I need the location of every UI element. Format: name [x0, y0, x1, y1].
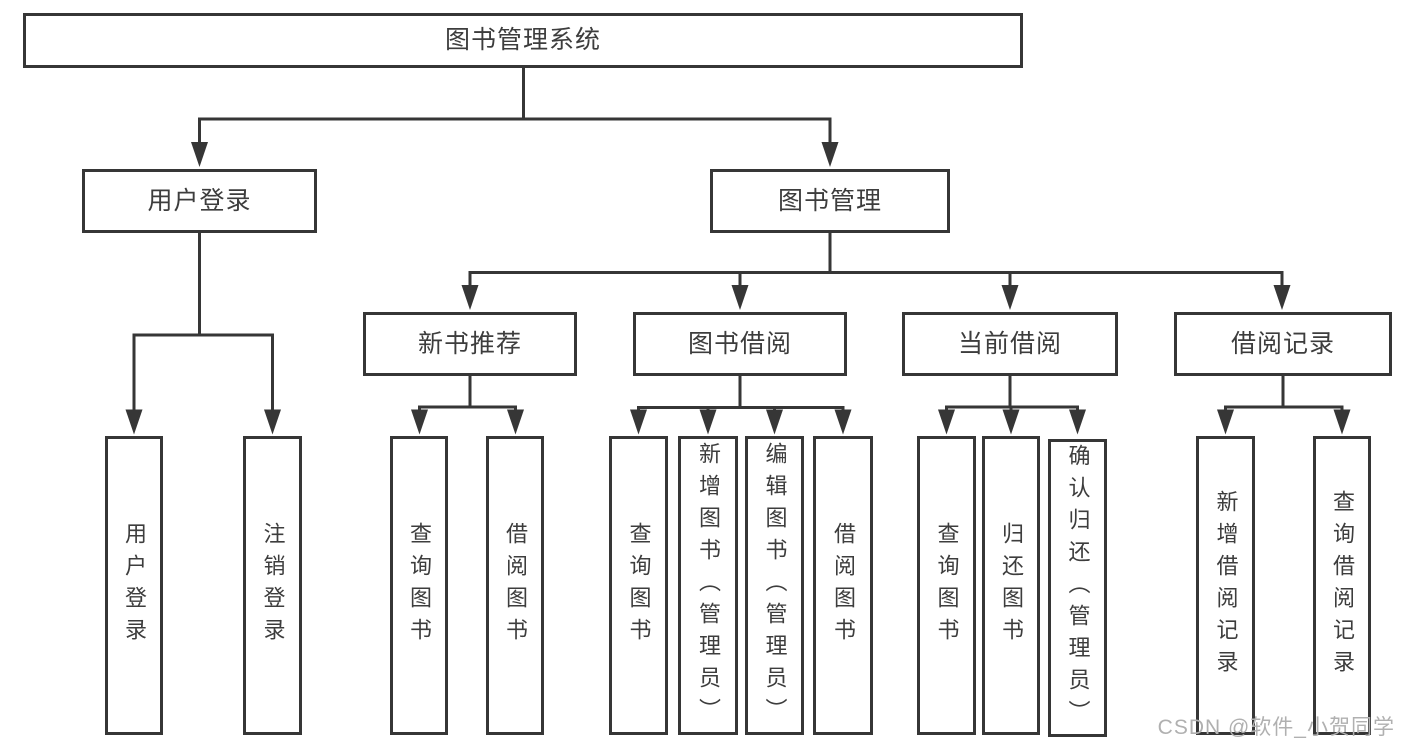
- leaf-confirm-return-admin: 确认归还（管理员）: [1048, 439, 1107, 737]
- group-label: 新书推荐: [417, 329, 522, 358]
- leaf-user-login: 用户登录: [105, 436, 163, 735]
- leaf-label: 查询图书: [934, 521, 960, 650]
- leaf-label: 用户登录: [122, 521, 147, 650]
- arrow-leaf: [630, 409, 647, 435]
- node-book-mgmt: 图书管理: [710, 169, 950, 233]
- leaf-query-books: 查询图书: [917, 436, 976, 735]
- node-user-login: 用户登录: [82, 169, 317, 233]
- leaf-label: 借阅图书: [831, 521, 856, 650]
- leaf-query-books: 查询图书: [609, 436, 668, 735]
- arrow-leaf: [766, 409, 783, 435]
- node-book-mgmt-label: 图书管理: [777, 186, 882, 215]
- leaf-label: 编辑图书（管理员）: [762, 441, 788, 730]
- leaf-query-books: 查询图书: [390, 436, 448, 735]
- node-root: 图书管理系统: [23, 13, 1023, 68]
- leaf-label: 新增借阅记录: [1213, 489, 1239, 682]
- leaf-return-books: 归还图书: [982, 436, 1040, 735]
- arrow-leaf: [938, 409, 955, 435]
- arrow-group-3: [1001, 285, 1019, 310]
- arrow-leaf: [1217, 409, 1234, 435]
- leaf-borrow-books: 借阅图书: [486, 436, 544, 735]
- arrow-group-4: [1273, 285, 1291, 310]
- leaf-add-books-admin: 新增图书（管理员）: [678, 436, 738, 735]
- arrow-group-1: [461, 285, 479, 310]
- arrow-leaf: [1069, 409, 1086, 435]
- node-root-label: 图书管理系统: [444, 26, 601, 54]
- leaf-label: 归还图书: [999, 521, 1024, 650]
- arrow-leaf: [125, 409, 143, 435]
- arrow-leaf: [834, 409, 852, 435]
- leaf-label: 查询图书: [407, 521, 432, 650]
- leaf-label: 查询图书: [626, 521, 652, 650]
- group-book-borrow: 图书借阅: [633, 312, 847, 376]
- arrow-leaf: [1333, 409, 1351, 435]
- group-new-book-recommend: 新书推荐: [363, 312, 577, 376]
- leaf-label: 借阅图书: [503, 521, 528, 650]
- group-borrow-records: 借阅记录: [1174, 312, 1392, 376]
- leaf-add-borrow-record: 新增借阅记录: [1196, 436, 1255, 735]
- csdn-watermark: CSDN @软件_小贺同学: [1157, 716, 1395, 739]
- arrow-leaf: [699, 409, 717, 435]
- node-user-login-label: 用户登录: [147, 186, 252, 215]
- arrow-book-mgmt: [821, 142, 839, 167]
- leaf-query-borrow-record: 查询借阅记录: [1313, 436, 1371, 735]
- arrow-leaf: [411, 409, 428, 435]
- arrow-leaf: [1002, 409, 1020, 435]
- leaf-label: 新增图书（管理员）: [696, 441, 721, 730]
- group-label: 借阅记录: [1230, 329, 1335, 358]
- leaf-label: 确认归还（管理员）: [1065, 444, 1091, 732]
- leaf-borrow-books: 借阅图书: [813, 436, 873, 735]
- group-label: 图书借阅: [687, 329, 792, 358]
- arrow-leaf: [264, 409, 281, 435]
- group-current-borrow: 当前借阅: [902, 312, 1118, 376]
- leaf-edit-books-admin: 编辑图书（管理员）: [745, 436, 804, 735]
- leaf-label: 查询借阅记录: [1330, 489, 1355, 682]
- leaf-logout: 注销登录: [243, 436, 302, 735]
- group-label: 当前借阅: [957, 329, 1062, 358]
- leaf-label: 注销登录: [260, 521, 286, 650]
- arrow-group-2: [731, 285, 749, 310]
- arrow-leaf: [507, 409, 524, 435]
- arrow-user-login: [191, 142, 208, 167]
